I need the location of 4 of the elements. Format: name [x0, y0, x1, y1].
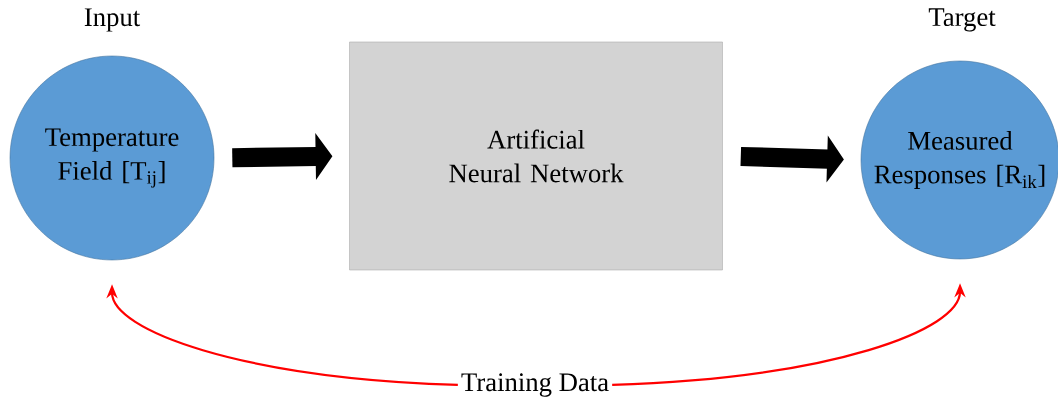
heading-text: Target [928, 8, 996, 32]
heading-text: Input [84, 8, 141, 32]
label-text: Training Data [461, 373, 609, 397]
process-box: Artificial Neural Network [349, 41, 723, 271]
